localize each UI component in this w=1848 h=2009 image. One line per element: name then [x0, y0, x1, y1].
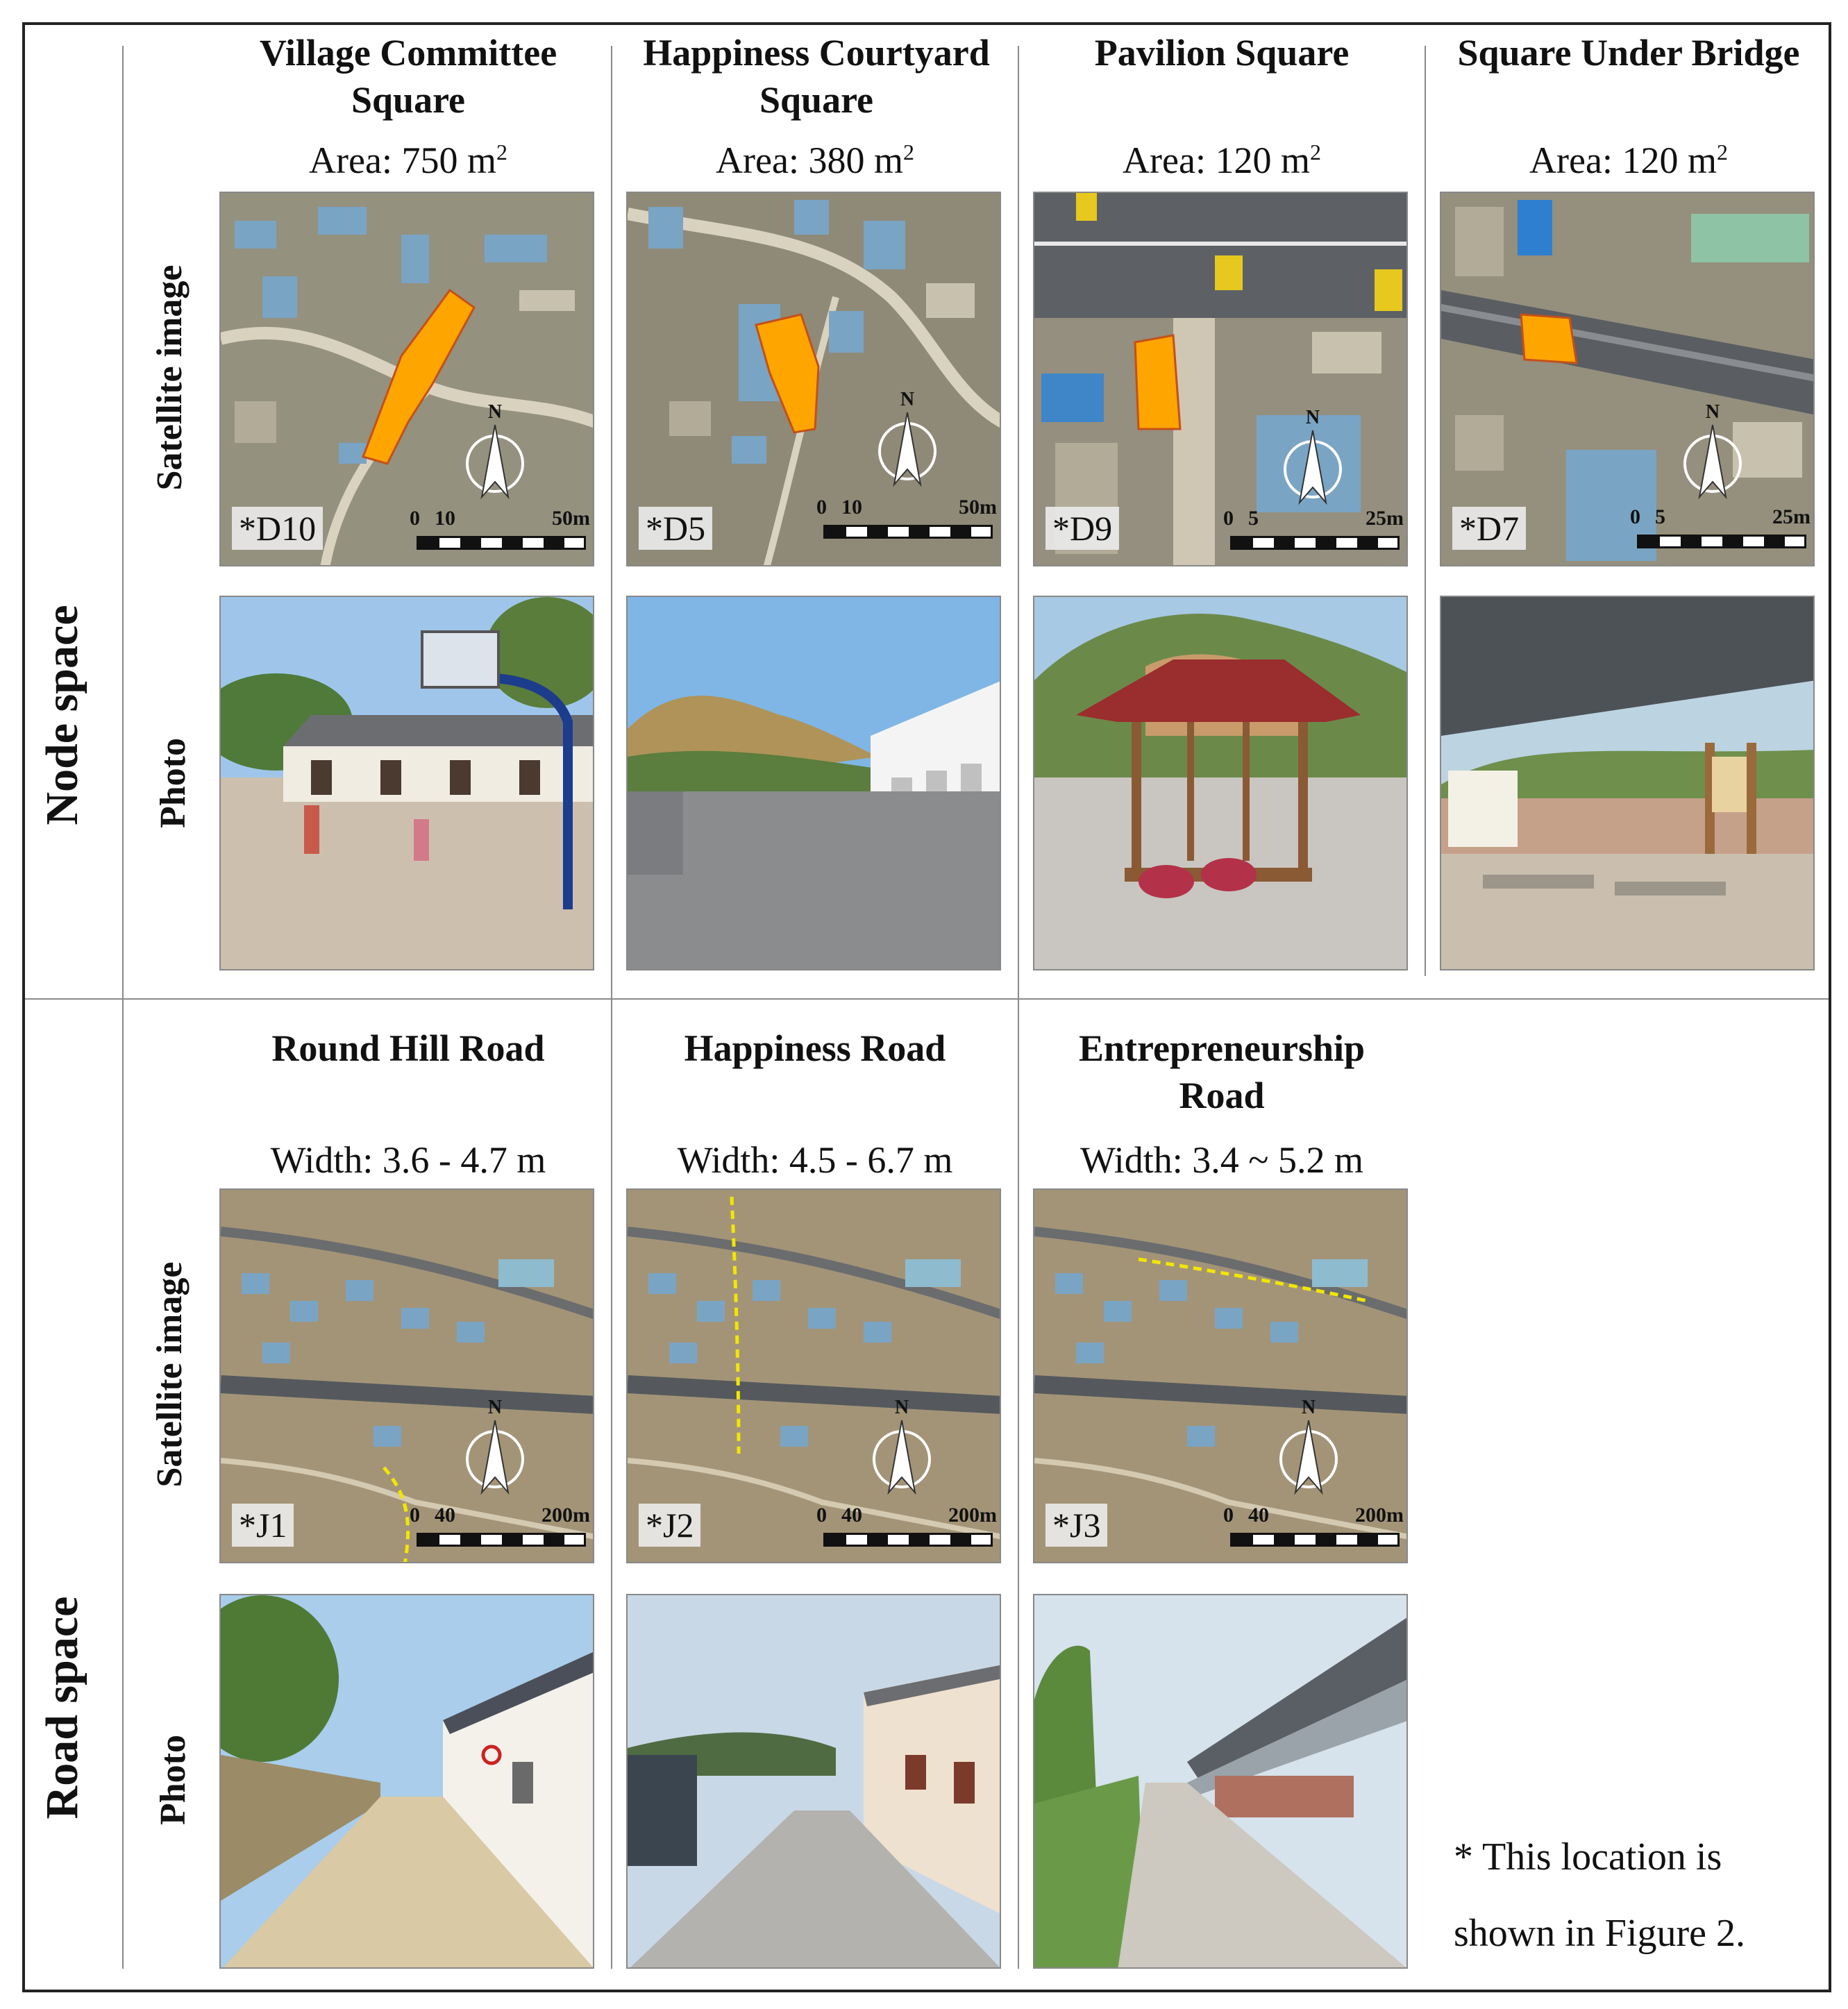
column-title: Happiness Courtyard Square	[643, 32, 990, 121]
north-label: N	[1306, 407, 1320, 428]
column-title: Square Under Bridge	[1457, 32, 1800, 74]
north-arrow-icon: N	[457, 1395, 533, 1499]
column-divider	[1425, 46, 1426, 976]
column-divider	[1018, 46, 1019, 1969]
photo-happiness-courtyard	[626, 596, 1001, 970]
column-title: Pavilion Square	[1094, 32, 1350, 74]
north-arrow-icon: N	[864, 1395, 940, 1499]
north-arrow-icon: N	[869, 387, 946, 491]
section-divider	[25, 998, 1829, 1000]
column-title: Entrepreneurship Road	[1078, 1027, 1366, 1116]
north-label: N	[488, 401, 502, 423]
photo-village-committee	[219, 596, 594, 970]
width-label: Width: 3.4 ~ 5.2 m	[1080, 1139, 1364, 1181]
location-code: *D10	[232, 507, 324, 550]
area-label: Area: 750 m2	[309, 140, 507, 181]
north-label: N	[895, 1397, 909, 1418]
width-label: Width: 4.5 - 6.7 m	[677, 1139, 953, 1181]
location-code: *J1	[232, 1504, 294, 1547]
area-label: Area: 120 m2	[1529, 140, 1728, 181]
column-divider	[611, 46, 612, 1969]
row-label-photo: Photo	[153, 1735, 193, 1825]
location-code: *J3	[1045, 1504, 1108, 1547]
column-title: Round Hill Road	[271, 1027, 545, 1069]
photo-entrepreneurship-road	[1033, 1594, 1408, 1969]
road-space-label: Road space	[37, 1596, 87, 1819]
north-arrow-icon: N	[1275, 405, 1351, 510]
column-title: Happiness Road	[684, 1027, 946, 1069]
label-column-divider	[122, 46, 124, 1969]
area-label: Area: 380 m2	[716, 140, 914, 181]
satellite-image-pavilion-square	[1033, 192, 1408, 566]
footnote-line: shown in Figure 2.	[1454, 1912, 1745, 1955]
satellite-image-entrepreneurship-road	[1033, 1188, 1408, 1563]
row-label-photo: Photo	[153, 738, 193, 828]
north-arrow-icon: N	[1674, 400, 1751, 504]
photo-square-under-bridge	[1440, 596, 1815, 970]
node-space-label: Node space	[37, 605, 87, 825]
north-label: N	[1302, 1397, 1316, 1418]
photo-pavilion-square	[1033, 596, 1408, 970]
figure-frame	[22, 22, 1831, 1992]
satellite-image-happiness-road	[626, 1188, 1001, 1563]
row-label-satellite: Satellite image	[150, 1261, 190, 1488]
north-arrow-icon: N	[1270, 1395, 1347, 1499]
width-label: Width: 3.6 - 4.7 m	[270, 1139, 546, 1181]
location-code: *J2	[639, 1504, 701, 1547]
footnote-line: * This location is	[1454, 1835, 1722, 1878]
column-title: Village Committee Square	[259, 32, 557, 121]
location-code: *D9	[1045, 507, 1120, 550]
satellite-image-round-hill-road	[219, 1188, 594, 1563]
north-label: N	[900, 389, 914, 410]
area-label: Area: 120 m2	[1123, 140, 1321, 181]
satellite-image-happiness-courtyard	[626, 192, 1001, 566]
photo-round-hill-road	[219, 1594, 594, 1969]
satellite-image-village-committee	[219, 192, 594, 566]
north-label: N	[488, 1397, 502, 1418]
north-arrow-icon: N	[457, 400, 533, 504]
row-label-satellite: Satellite image	[150, 264, 190, 491]
location-code: *D7	[1452, 507, 1527, 550]
photo-happiness-road	[626, 1594, 1001, 1969]
footnote: * This location is shown in Figure 2.	[1454, 1819, 1815, 1972]
satellite-image-square-under-bridge	[1440, 192, 1815, 566]
north-label: N	[1706, 401, 1720, 423]
location-code: *D5	[639, 507, 713, 550]
